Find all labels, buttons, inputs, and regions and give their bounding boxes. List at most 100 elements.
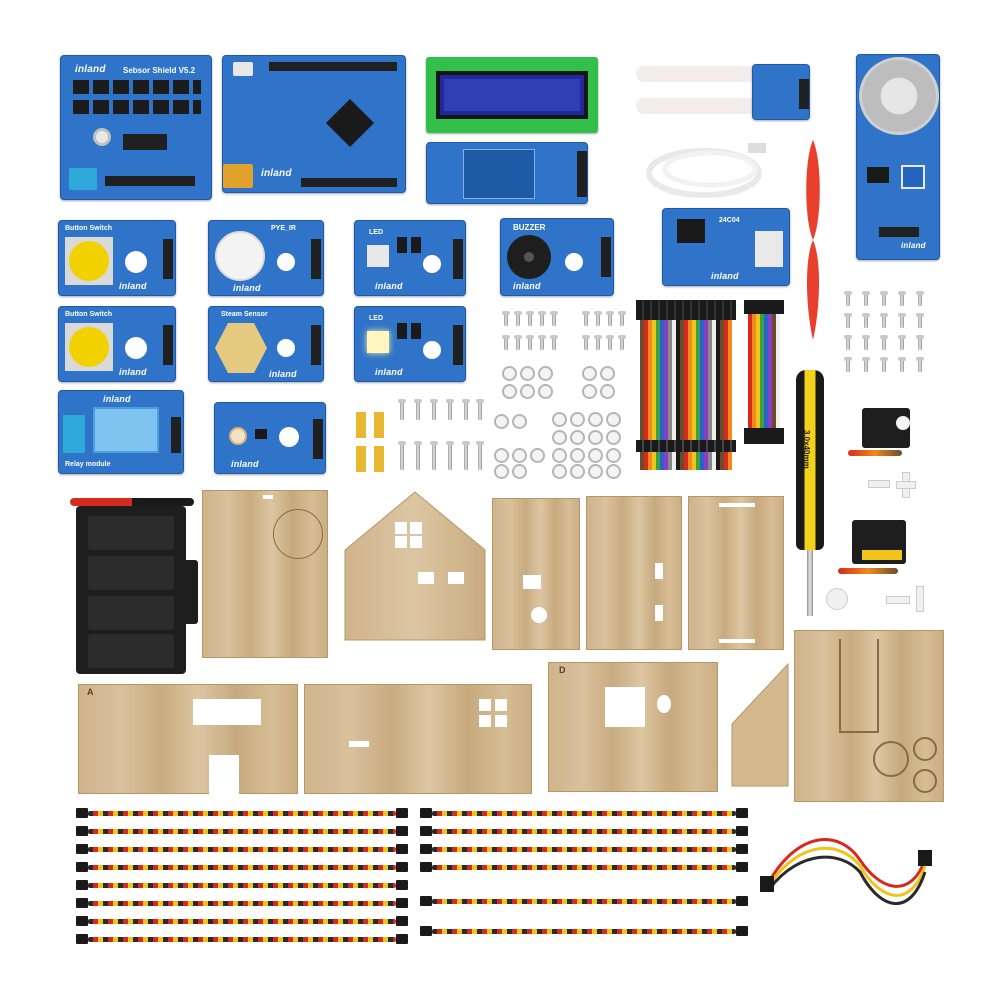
led-2-title: LED bbox=[369, 315, 383, 322]
gear-icon bbox=[873, 741, 909, 777]
mount-hole bbox=[565, 253, 583, 271]
small-screw-grid bbox=[842, 290, 942, 380]
shield-bottom-header bbox=[105, 176, 195, 186]
screw-set-2 bbox=[580, 308, 630, 358]
button-1-pins bbox=[163, 239, 173, 279]
lcd-module bbox=[426, 57, 598, 133]
microcontroller-chip-icon bbox=[325, 98, 375, 148]
photo-pins bbox=[313, 419, 323, 459]
screwdriver-label: 3.0x40mm bbox=[802, 430, 811, 469]
resistor-icon bbox=[255, 429, 267, 439]
shield-header-row-2 bbox=[73, 100, 201, 114]
relay-cube-icon bbox=[93, 407, 159, 453]
gas-pins bbox=[879, 227, 919, 237]
steam-pad-icon bbox=[215, 323, 267, 373]
relay-pins bbox=[171, 417, 181, 453]
pir-brand: inland bbox=[233, 283, 261, 293]
panel-d-letter: D bbox=[559, 665, 566, 675]
eeprom-brand: inland bbox=[711, 271, 739, 281]
pir-title: PYE_IR bbox=[271, 225, 296, 232]
lcd-display-area bbox=[444, 79, 580, 111]
soil-probe-2 bbox=[636, 98, 756, 114]
mount-hole bbox=[423, 255, 441, 273]
servo-motor-1 bbox=[848, 402, 928, 472]
nut-set-2 bbox=[580, 364, 630, 399]
soil-pins bbox=[799, 79, 809, 109]
servo-motor-2 bbox=[838, 514, 928, 590]
uno-brand: inland bbox=[261, 168, 292, 179]
wood-panel-c bbox=[492, 498, 580, 650]
buzzer-icon bbox=[507, 235, 551, 279]
resistor-icon bbox=[411, 237, 421, 253]
buzzer-brand: inland bbox=[513, 281, 541, 291]
button-switch-module-1: Button Switch inland bbox=[58, 220, 176, 296]
relay-module: inland Relay module bbox=[58, 390, 184, 474]
wood-panel-a: A bbox=[78, 684, 298, 795]
button-switch-module-2: Button Switch inland bbox=[58, 306, 176, 382]
eeprom-connector-icon bbox=[755, 231, 783, 267]
relay-title: Relay module bbox=[65, 461, 111, 468]
led-icon bbox=[367, 245, 389, 267]
resistor-icon bbox=[397, 237, 407, 253]
mount-hole bbox=[125, 251, 147, 273]
mount-hole bbox=[277, 253, 295, 271]
gas-sensor-mesh-icon bbox=[859, 57, 939, 135]
wood-panel-d: D bbox=[548, 662, 718, 792]
button-switch-1-title: Button Switch bbox=[65, 225, 113, 232]
wood-panel-b bbox=[304, 684, 532, 794]
shield-header-block bbox=[123, 134, 167, 150]
button-switch-2-title: Button Switch bbox=[65, 311, 113, 318]
battery-holder bbox=[76, 506, 186, 674]
led-1-title: LED bbox=[369, 229, 383, 236]
rainbow-jumper-wires bbox=[636, 300, 736, 470]
steam-sensor-title: Steam Sensor bbox=[221, 311, 268, 318]
photo-brand: inland bbox=[231, 459, 259, 469]
dc-plug-icon bbox=[182, 560, 198, 624]
led-module-2: LED inland bbox=[354, 306, 466, 382]
button-2-pins bbox=[163, 325, 173, 365]
cable-bundle-left bbox=[76, 808, 410, 958]
servo-horns-1 bbox=[868, 472, 938, 502]
photoresistor-icon bbox=[229, 427, 247, 445]
soil-sensor-board bbox=[752, 64, 810, 120]
gas-brand: inland bbox=[901, 241, 926, 250]
bluetooth-pins bbox=[577, 151, 587, 197]
led-1-brand: inland bbox=[375, 281, 403, 291]
steam-brand: inland bbox=[269, 369, 297, 379]
yellow-button-cap-icon bbox=[69, 241, 109, 281]
photocell-module: inland bbox=[214, 402, 326, 474]
shield-brand: inland bbox=[75, 64, 106, 75]
button-2-brand: inland bbox=[119, 367, 147, 377]
led-module-1: LED inland bbox=[354, 220, 466, 296]
wood-panel-e bbox=[586, 496, 682, 650]
led-2-pins bbox=[453, 325, 463, 365]
coiled-cable bbox=[760, 838, 932, 905]
resistor-icon bbox=[397, 323, 407, 339]
wood-panel-gable bbox=[731, 662, 789, 787]
pir-pins bbox=[311, 239, 321, 279]
panel-a-letter: A bbox=[87, 687, 94, 697]
gas-chip-icon bbox=[867, 167, 889, 183]
screwdriver-handle bbox=[796, 370, 824, 550]
eeprom-chip-icon bbox=[677, 219, 705, 243]
fan-propeller bbox=[806, 140, 820, 340]
pir-lens-icon bbox=[215, 231, 265, 281]
mount-hole bbox=[279, 427, 299, 447]
soil-probe-1 bbox=[636, 66, 756, 82]
buzzer-pins bbox=[601, 237, 611, 277]
nut-set-1 bbox=[500, 364, 560, 399]
servo-wire-icon bbox=[838, 568, 898, 574]
wood-parts-sheet bbox=[794, 630, 944, 802]
led-icon bbox=[367, 331, 389, 353]
screw-set-1 bbox=[500, 308, 560, 358]
shield-title: Sebsor Shield V5.2 bbox=[123, 66, 196, 75]
uno-analog-header bbox=[301, 178, 397, 187]
terminal-block bbox=[69, 168, 97, 190]
short-rainbow-jumper bbox=[744, 300, 784, 446]
cable-bundle-right bbox=[420, 808, 750, 948]
nut-grid bbox=[494, 408, 630, 479]
reset-button-icon bbox=[93, 128, 111, 146]
led-2-brand: inland bbox=[375, 367, 403, 377]
gas-sensor: inland bbox=[856, 54, 940, 260]
button-base-icon bbox=[65, 323, 113, 371]
